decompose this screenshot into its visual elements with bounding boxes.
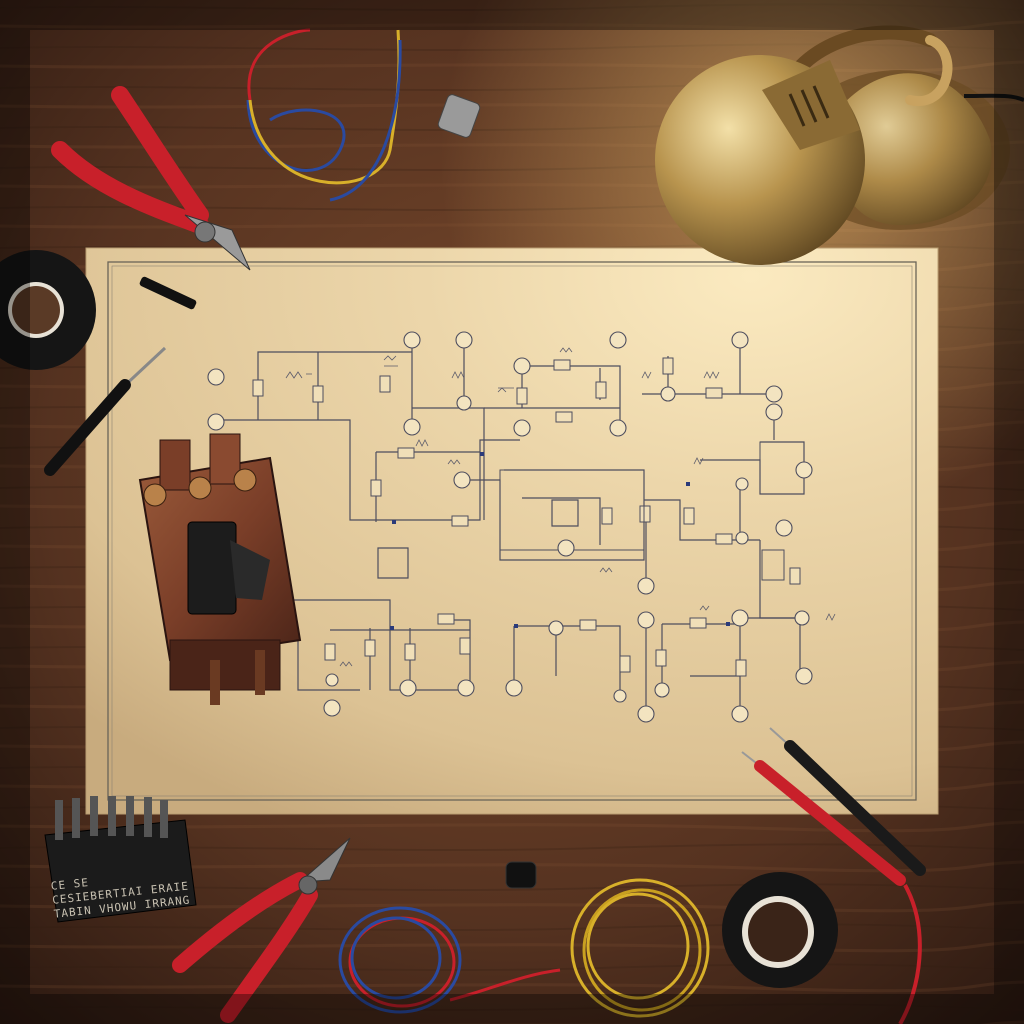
desk-lamp	[655, 25, 1024, 265]
loose-wires-bottom	[338, 878, 710, 1018]
multimeter-probes	[741, 727, 926, 1024]
electrical-tape-left	[0, 250, 96, 370]
rusty-breaker	[138, 433, 302, 705]
screwdriver	[44, 346, 167, 476]
electrical-tape-right	[722, 872, 838, 988]
schematic-labels	[285, 347, 836, 667]
screwdriver-bit-case	[44, 796, 197, 923]
loose-wires-top	[246, 28, 402, 202]
pliers-top	[51, 86, 251, 271]
pliers-bottom	[172, 837, 351, 1023]
schematic-terminals	[207, 331, 813, 723]
schematic-resistors	[252, 357, 805, 677]
schematic-paper	[85, 247, 939, 815]
